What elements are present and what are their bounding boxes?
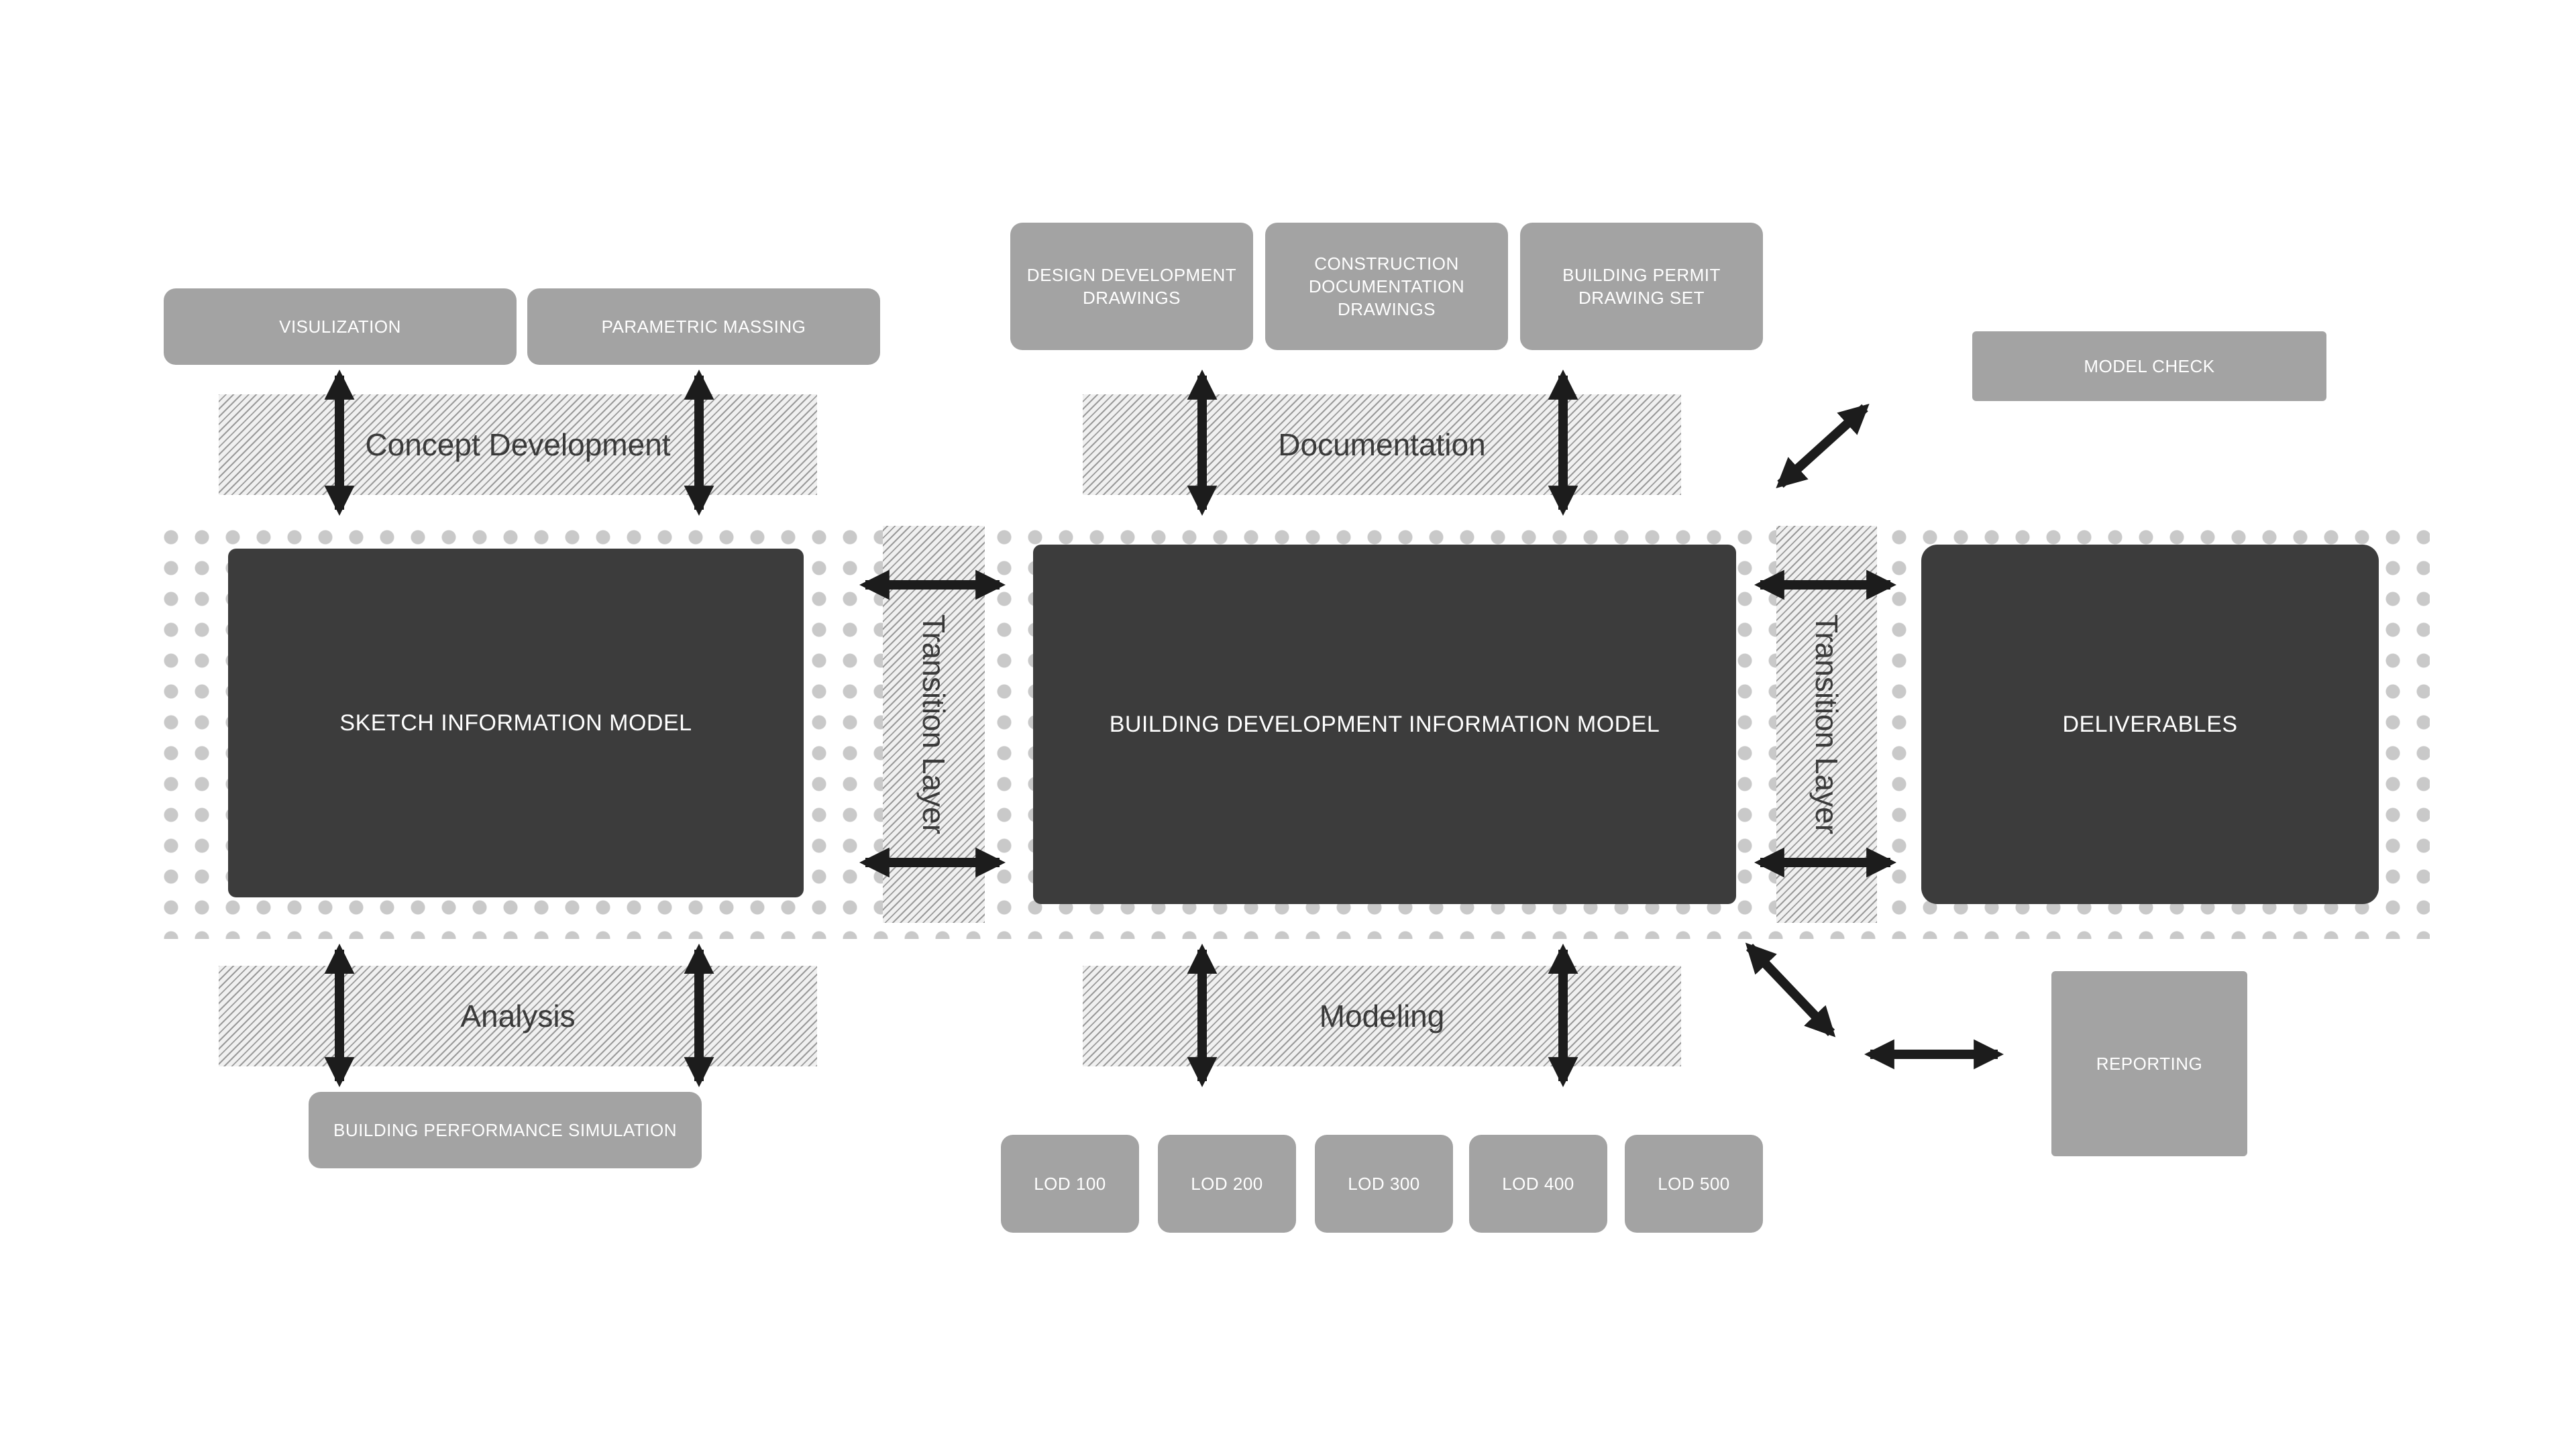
bdim-label: BUILDING DEVELOPMENT INFORMATION MODEL xyxy=(1109,711,1660,737)
building-performance-simulation-label: BUILDING PERFORMANCE SIMULATION xyxy=(333,1120,677,1140)
lod-box: LOD 400 xyxy=(1469,1135,1607,1233)
model-check-label: MODEL CHECK xyxy=(2084,356,2215,376)
band-modeling-label: Modeling xyxy=(1319,999,1445,1034)
construction-documentation-drawings-box: CONSTRUCTION DOCUMENTATION DRAWINGS xyxy=(1265,223,1508,350)
band-analysis: Analysis xyxy=(219,966,817,1066)
visualization-box: VISULIZATION xyxy=(164,288,517,365)
deliverables: DELIVERABLES xyxy=(1921,545,2379,904)
arrow-model-check xyxy=(1776,403,1870,489)
band-concept-development-label: Concept Development xyxy=(365,427,671,462)
parametric-massing-label: PARAMETRIC MASSING xyxy=(601,317,806,337)
arrow-reporting-diagonal xyxy=(1745,942,1836,1038)
visualization-label: VISULIZATION xyxy=(279,317,401,337)
sketch-information-model: SKETCH INFORMATION MODEL xyxy=(228,549,804,897)
sketch-information-model-label: SKETCH INFORMATION MODEL xyxy=(339,710,692,736)
deliverables-label: DELIVERABLES xyxy=(2062,711,2238,737)
parametric-massing-box: PARAMETRIC MASSING xyxy=(527,288,880,365)
lod-box: LOD 200 xyxy=(1158,1135,1296,1233)
band-concept-development: Concept Development xyxy=(219,394,817,495)
band-documentation: Documentation xyxy=(1083,394,1681,495)
lod-label: LOD 200 xyxy=(1191,1174,1263,1194)
lod-box: LOD 100 xyxy=(1001,1135,1139,1233)
reporting-label: REPORTING xyxy=(2096,1054,2203,1074)
lod-box: LOD 500 xyxy=(1625,1135,1763,1233)
building-development-information-model: BUILDING DEVELOPMENT INFORMATION MODEL xyxy=(1033,545,1736,904)
building-performance-simulation-box: BUILDING PERFORMANCE SIMULATION xyxy=(309,1092,702,1168)
design-development-drawings-label: DESIGN DEVELOPMENT DRAWINGS xyxy=(1026,265,1237,308)
design-development-drawings-box: DESIGN DEVELOPMENT DRAWINGS xyxy=(1010,223,1253,350)
band-documentation-label: Documentation xyxy=(1278,427,1486,462)
band-analysis-label: Analysis xyxy=(460,999,576,1034)
lod-label: LOD 400 xyxy=(1502,1174,1574,1194)
lod-label: LOD 500 xyxy=(1658,1174,1730,1194)
building-permit-drawing-set-label: BUILDING PERMIT DRAWING SET xyxy=(1562,265,1721,308)
building-permit-drawing-set-box: BUILDING PERMIT DRAWING SET xyxy=(1520,223,1763,350)
model-check-box: MODEL CHECK xyxy=(1972,331,2326,401)
construction-documentation-drawings-label: CONSTRUCTION DOCUMENTATION DRAWINGS xyxy=(1308,254,1465,319)
reporting-box: REPORTING xyxy=(2051,971,2247,1156)
lod-label: LOD 300 xyxy=(1348,1174,1420,1194)
lod-label: LOD 100 xyxy=(1034,1174,1106,1194)
band-modeling: Modeling xyxy=(1083,966,1681,1066)
lod-box: LOD 300 xyxy=(1315,1135,1453,1233)
